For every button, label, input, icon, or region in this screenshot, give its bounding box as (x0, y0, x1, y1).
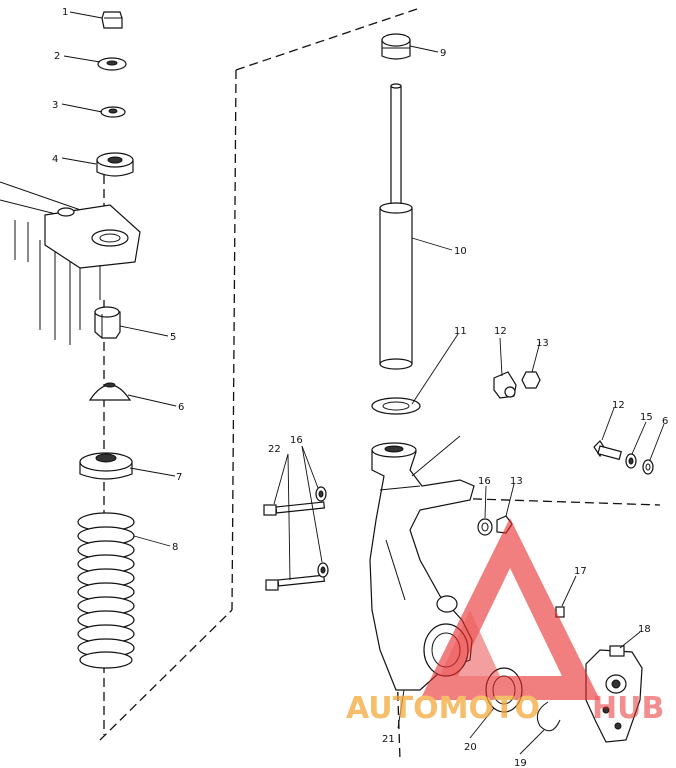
label-part-17: 17 (574, 566, 587, 577)
label-part-21: 21 (382, 734, 395, 745)
label-part-10: 10 (454, 246, 467, 257)
label-part-15: 15 (640, 412, 653, 423)
label-part-22: 22 (268, 444, 281, 455)
part-12-clamp (493, 371, 517, 399)
label-part-19: 19 (514, 758, 527, 768)
label-part-6b: 6 (662, 416, 668, 427)
part-5-bushing (94, 306, 121, 339)
part-6-dust-cap (88, 382, 132, 401)
vehicle-frame (0, 181, 141, 345)
label-part-12b: 12 (612, 400, 625, 411)
label-part-9: 9 (440, 48, 446, 59)
label-part-4: 4 (52, 154, 58, 165)
label-part-18: 18 (638, 624, 651, 635)
label-part-2: 2 (54, 51, 60, 62)
label-part-16b: 16 (478, 476, 491, 487)
label-part-5: 5 (170, 332, 176, 343)
watermark-inner-triangle (440, 610, 500, 676)
label-part-1: 1 (62, 7, 68, 18)
part-3-washer (100, 106, 126, 118)
label-part-11: 11 (454, 326, 467, 337)
part-11-gasket (371, 397, 421, 415)
part-1-nut (101, 11, 123, 29)
label-part-13: 13 (536, 338, 549, 349)
part-4-bushing (96, 152, 134, 177)
label-part-13b: 13 (510, 476, 523, 487)
label-part-7: 7 (176, 472, 182, 483)
part-18-caliper (585, 645, 643, 743)
watermark-text-red: HUB (592, 691, 664, 726)
label-part-8: 8 (172, 542, 178, 553)
watermark-logo: AUTOMOTO HUB (346, 518, 664, 726)
part-12b-bolt (593, 440, 622, 461)
leader-lines (61, 11, 665, 755)
label-part-16: 16 (290, 435, 303, 446)
part-10-shock-absorber (379, 83, 413, 370)
part-2-washer (97, 57, 127, 71)
label-part-12: 12 (494, 326, 507, 337)
part-6b-washer (642, 459, 654, 475)
part-15-washer (625, 453, 637, 469)
part-7-spring-seat (79, 452, 133, 480)
label-part-20: 20 (464, 742, 477, 753)
part-8-coil-spring (77, 512, 135, 669)
watermark-text-orange: AUTOMOTO (346, 691, 540, 726)
part-labels: 1 2 3 4 5 6 7 8 9 10 11 12 13 12 15 6 22… (52, 7, 668, 768)
watermark-triangle (420, 518, 600, 700)
label-part-6: 6 (178, 402, 184, 413)
part-13-nut (521, 371, 541, 389)
part-16-washers (315, 486, 493, 578)
part-9-bump-stop (381, 33, 411, 60)
part-19-circlip (536, 701, 561, 732)
part-22-bolts (263, 501, 326, 591)
label-part-3: 3 (52, 100, 58, 111)
